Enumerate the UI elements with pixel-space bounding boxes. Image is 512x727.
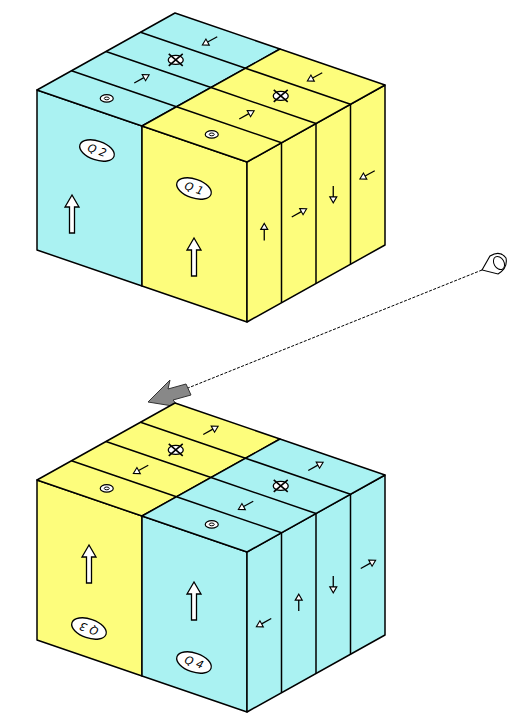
top-symbols bbox=[290, 206, 308, 220]
bottom-symbols bbox=[132, 462, 150, 476]
bottom-symbols bbox=[307, 459, 325, 473]
bottom-symbols bbox=[273, 480, 288, 492]
oval-outline bbox=[174, 173, 214, 203]
top-yellow-block bbox=[142, 49, 385, 322]
oval-outline bbox=[77, 135, 117, 165]
bottom-cyan-block bbox=[177, 458, 351, 533]
bottom-symbols bbox=[202, 423, 220, 437]
top-symbols bbox=[65, 34, 376, 276]
top-symbols bbox=[133, 72, 151, 86]
top-yellow-block bbox=[282, 104, 351, 303]
top-symbols bbox=[261, 223, 268, 240]
top-symbols bbox=[238, 108, 256, 122]
oval-outline bbox=[174, 647, 214, 677]
top-symbols bbox=[201, 34, 219, 48]
bottom-symbols bbox=[82, 545, 96, 583]
bottom-cyan-block bbox=[282, 494, 351, 693]
bottom-symbols bbox=[237, 498, 255, 512]
bottom-symbols bbox=[330, 576, 337, 593]
bottom-cyan-block bbox=[142, 439, 385, 712]
bottom-symbols bbox=[187, 582, 201, 620]
top-symbols bbox=[168, 54, 183, 66]
view-arrow bbox=[482, 253, 506, 274]
top-symbols bbox=[187, 238, 201, 276]
top-yellow-block bbox=[177, 68, 351, 143]
top-symbols bbox=[306, 70, 324, 84]
bottom-symbols bbox=[295, 594, 302, 611]
top-yellow-block bbox=[142, 49, 385, 162]
top-symbols bbox=[358, 168, 376, 182]
bottom-symbols bbox=[255, 615, 273, 629]
oval-outline bbox=[69, 613, 109, 643]
bottom-symbols bbox=[359, 557, 377, 571]
bottom-cyan-block bbox=[142, 439, 385, 552]
top-symbols bbox=[205, 131, 218, 139]
bottom-symbols bbox=[205, 521, 218, 529]
view-arrow bbox=[148, 253, 507, 407]
bottom-symbols bbox=[82, 423, 377, 630]
top-symbols bbox=[273, 90, 288, 102]
view-arrow bbox=[178, 270, 482, 392]
view-arrow bbox=[148, 380, 191, 407]
top-symbols bbox=[65, 195, 79, 233]
bottom-symbols bbox=[168, 444, 183, 456]
top-symbols bbox=[330, 186, 337, 203]
top-symbols bbox=[100, 95, 113, 103]
bottom-symbols bbox=[100, 485, 113, 493]
view-arrow bbox=[491, 254, 507, 271]
